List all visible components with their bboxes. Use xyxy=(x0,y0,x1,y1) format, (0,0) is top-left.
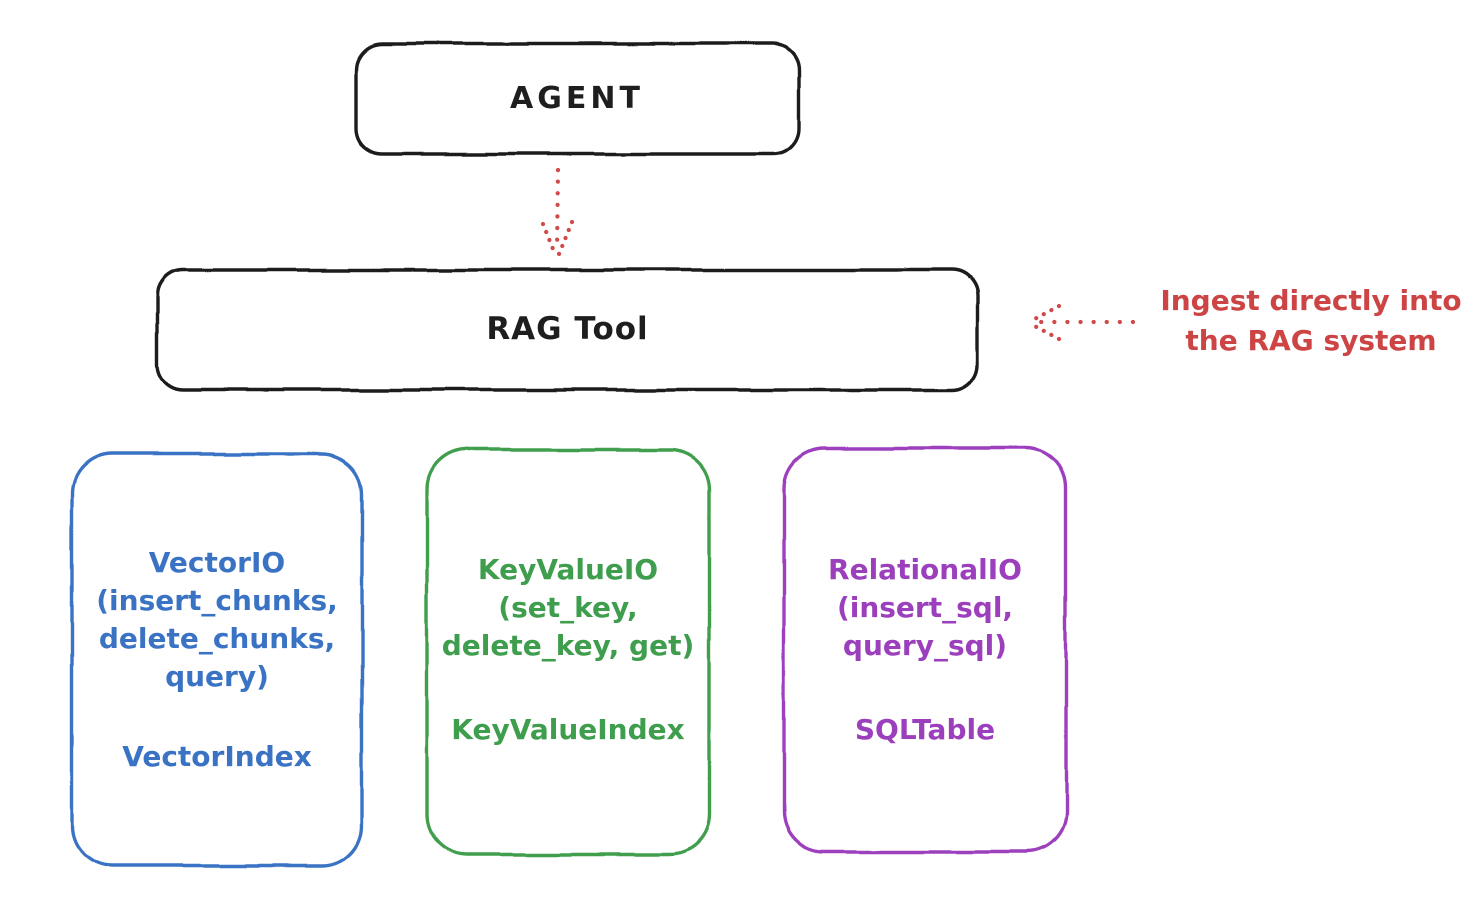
agent-box xyxy=(354,42,800,156)
sqltable-label: SQLTable xyxy=(854,713,996,746)
vector-io-text: VectorIO (insert_chunks, delete_chunks, … xyxy=(71,544,363,776)
agent-label: AGENT xyxy=(510,81,644,116)
agent-to-rag-arrow xyxy=(540,167,575,257)
vector-io-title: VectorIO (insert_chunks, delete_chunks, … xyxy=(96,546,338,693)
vector-io-box xyxy=(70,452,364,868)
relational-io-title: RelationalIO (insert_sql, query_sql) xyxy=(828,553,1022,662)
rag-tool-label: RAG Tool xyxy=(486,311,649,347)
ingest-arrow xyxy=(1026,303,1136,342)
ingest-annotation-line2: the RAG system xyxy=(1185,324,1437,357)
keyvalue-index-label: KeyValueIndex xyxy=(451,713,685,746)
keyvalue-io-title: KeyValueIO (set_key, delete_key, get) xyxy=(441,553,695,662)
keyvalue-io-box xyxy=(425,448,711,856)
keyvalue-io-text: KeyValueIO (set_key, delete_key, get) Ke… xyxy=(426,551,710,749)
vector-index-label: VectorIndex xyxy=(122,740,312,773)
relational-io-box xyxy=(782,446,1068,854)
ingest-annotation-line1: Ingest directly into xyxy=(1160,284,1462,317)
relational-io-text: RelationalIO (insert_sql, query_sql) SQL… xyxy=(783,551,1067,749)
ingest-annotation: Ingest directly into the RAG system xyxy=(1138,281,1484,361)
rag-tool-box xyxy=(155,268,979,392)
